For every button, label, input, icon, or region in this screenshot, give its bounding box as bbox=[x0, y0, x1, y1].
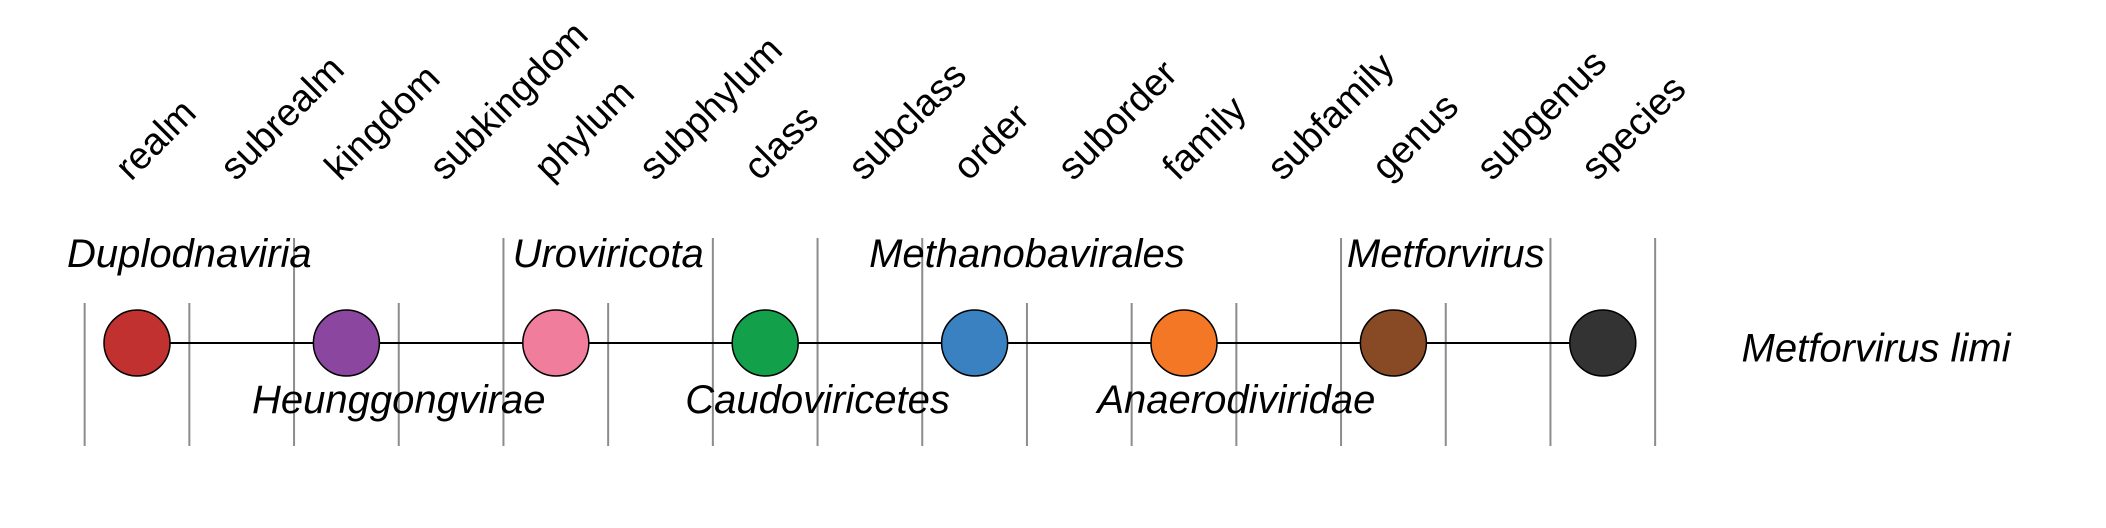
taxon-label-genus: Metforvirus bbox=[1347, 232, 1545, 276]
taxon-label-kingdom: Heunggongvirae bbox=[252, 378, 546, 422]
node-realm bbox=[103, 309, 171, 377]
node-phylum bbox=[522, 309, 590, 377]
node-kingdom bbox=[312, 309, 381, 377]
taxon-label-realm: Duplodnaviria bbox=[67, 232, 312, 276]
node-species bbox=[1569, 309, 1637, 377]
node-genus bbox=[1359, 309, 1428, 377]
taxon-label-order: Methanobavirales bbox=[869, 232, 1185, 276]
rank-label-family: family bbox=[1155, 88, 1255, 188]
rank-label-class: class bbox=[736, 97, 827, 188]
node-order bbox=[940, 309, 1009, 377]
taxa-top-labels: Duplodnaviria Uroviricota Methanobavirales… bbox=[67, 232, 1545, 276]
species-name-label: Metforvirus limi bbox=[1742, 327, 2012, 371]
rank-label-order: order bbox=[945, 96, 1038, 189]
rank-label-realm: realm bbox=[108, 91, 205, 188]
taxa-bottom-labels: Heunggongvirae Caudoviricetes Anaerodiviri… bbox=[252, 378, 1375, 422]
taxon-label-family: Anaerodiviridae bbox=[1095, 378, 1375, 422]
taxon-label-class: Caudoviricetes bbox=[685, 378, 950, 422]
node-family bbox=[1150, 309, 1218, 377]
taxon-nodes bbox=[103, 309, 1637, 377]
rank-label-genus: genus bbox=[1364, 85, 1467, 188]
node-class bbox=[731, 309, 799, 377]
taxon-label-phylum: Uroviricota bbox=[513, 232, 704, 276]
